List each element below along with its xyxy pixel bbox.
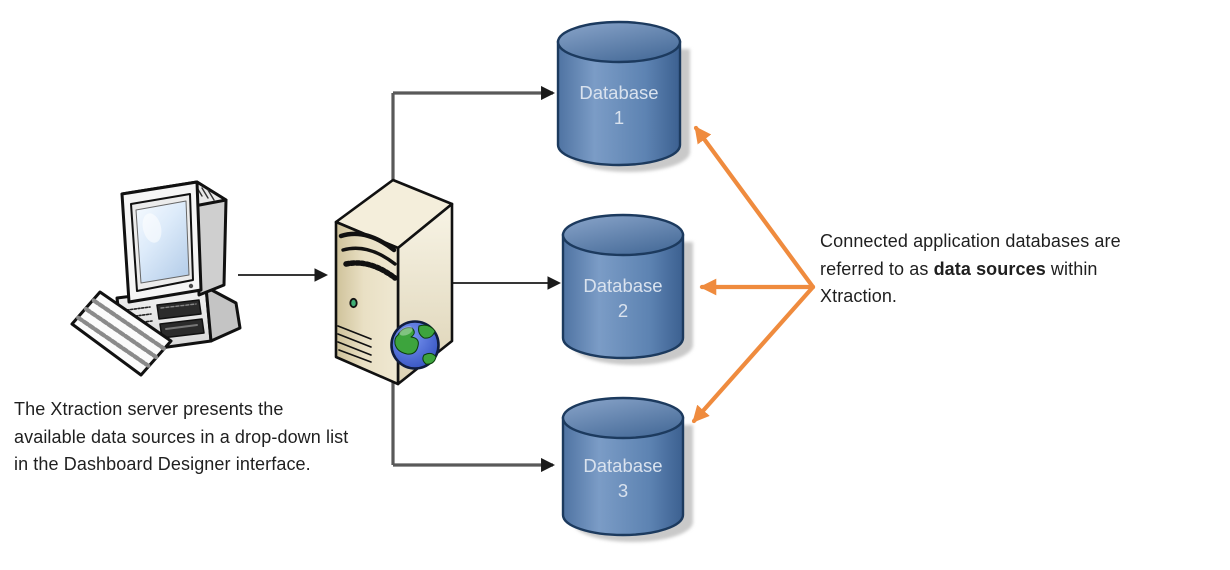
orange-arrow-db3: [691, 284, 816, 424]
right-note: Connected application databases are refe…: [820, 228, 1121, 311]
right-note-line1: Connected application databases are: [820, 231, 1121, 251]
server-led: [349, 297, 358, 309]
right-note-line2-post: within: [1045, 258, 1098, 279]
left-note-line1: The Xtraction server presents the: [14, 399, 284, 419]
monitor-screen: [135, 200, 190, 284]
database-2-number: 2: [618, 300, 628, 321]
right-note-line3: Xtraction.: [820, 286, 898, 306]
callout-arrows: [691, 125, 816, 424]
connector-thin: [238, 268, 562, 290]
database-3-label: Database: [583, 455, 662, 476]
left-note-line3: in the Dashboard Designer interface.: [14, 454, 311, 474]
right-note-line2-bold: data sources: [933, 258, 1046, 279]
server-vents: [337, 325, 372, 363]
database-1-label: Database: [579, 82, 658, 103]
right-note-line2-pre: referred to as: [820, 258, 934, 279]
desktop-computer-icon: [70, 180, 242, 377]
monitor-power-dot: [188, 283, 194, 289]
right-note-line2: referred to as data sources within: [820, 256, 1121, 284]
database-3-number: 3: [618, 480, 628, 501]
left-note: The Xtraction server presents the availa…: [14, 396, 348, 479]
globe-icon: [390, 320, 440, 370]
database-3: Database 3: [561, 396, 693, 542]
orange-arrow-db1: [693, 125, 816, 290]
database-1-number: 1: [614, 107, 624, 128]
server-drive-details: [338, 231, 398, 281]
computer-monitor: [120, 180, 228, 304]
computer-keyboard: [70, 290, 173, 377]
database-2: Database 2: [561, 213, 693, 365]
server-tower-icon: [334, 178, 454, 386]
database-1: Database 1: [556, 20, 690, 172]
database-2-label: Database: [583, 275, 662, 296]
left-note-line2: available data sources in a drop-down li…: [14, 426, 349, 447]
